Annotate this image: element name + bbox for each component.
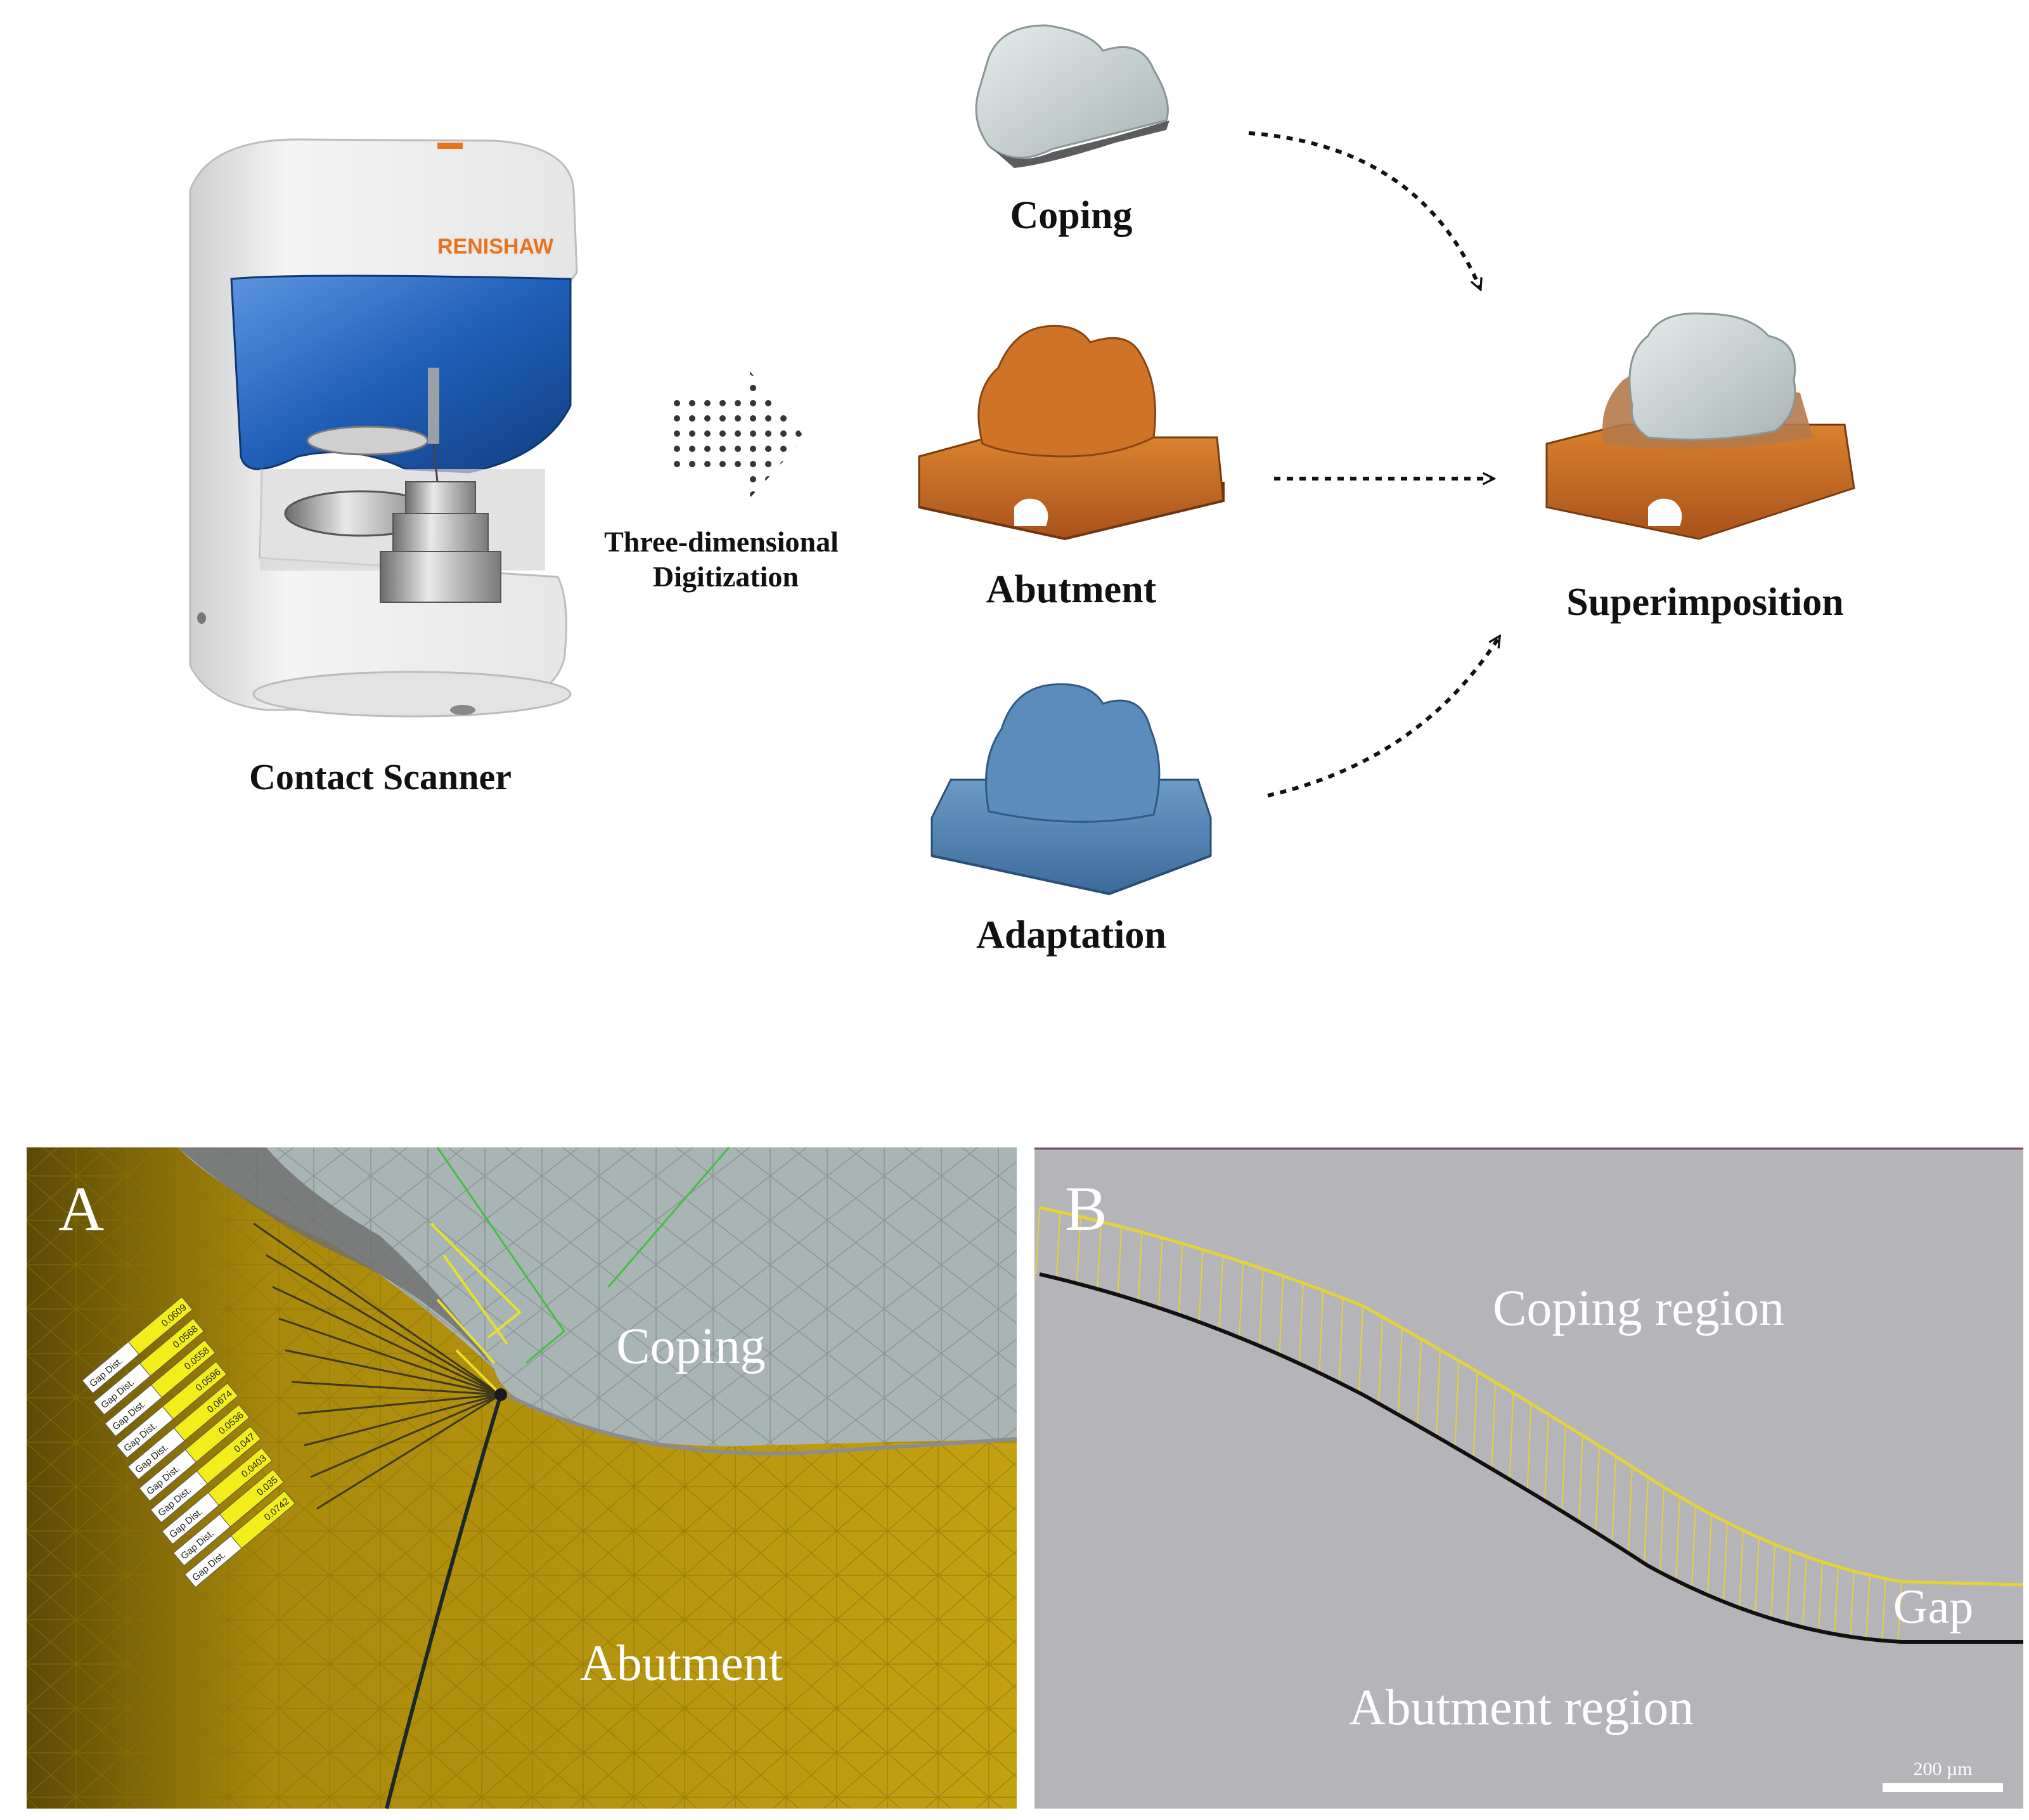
gap-hatch-line — [1691, 1506, 1696, 1590]
gap-hatch-line — [1561, 1424, 1567, 1514]
contact-scanner-label: Contact Scanner — [249, 756, 512, 797]
gap-hatch-line — [1097, 1222, 1102, 1291]
panel-a-abutment-label: Abutment — [580, 1636, 783, 1691]
coping-label: Coping — [1010, 194, 1133, 237]
gap-hatch-line — [1739, 1530, 1744, 1610]
adaptation-model — [931, 683, 1212, 896]
gap-hatch-line — [1526, 1404, 1532, 1493]
abutment-label: Abutment — [986, 568, 1157, 611]
gap-hatch-line — [1472, 1371, 1478, 1461]
gap-hatch-line — [1454, 1360, 1460, 1450]
gap-hatch-line — [1055, 1211, 1061, 1279]
gap-hatch-line — [1258, 1268, 1264, 1348]
gap-hatch-line — [1595, 1445, 1601, 1535]
abutment-model — [918, 325, 1225, 541]
coping-model — [975, 24, 1169, 168]
panel-b — [1034, 1147, 2024, 1809]
gap-hatch-line — [1802, 1556, 1807, 1629]
gap-hatch-line — [1644, 1476, 1649, 1566]
superimposition-model — [1545, 312, 1855, 540]
gap-hatch-line — [1770, 1544, 1775, 1620]
gap-hatch-line — [1611, 1456, 1617, 1546]
gap-hatch-line — [1035, 1207, 1040, 1275]
gap-hatch-line — [1358, 1305, 1363, 1395]
gap-hatch-line — [1117, 1227, 1123, 1296]
gap-hatch-line — [1818, 1561, 1823, 1632]
gap-hatch-line — [1435, 1350, 1441, 1439]
gap-hatch-line — [1578, 1435, 1583, 1525]
coping-region-label: Coping region — [1493, 1281, 1784, 1336]
gap-hatch-line — [1786, 1551, 1791, 1625]
gap-hatch-line — [1298, 1283, 1304, 1365]
gap-hatch-line — [1218, 1256, 1224, 1331]
gap-hatch-line — [1675, 1496, 1680, 1582]
gap-hatch-line — [1416, 1339, 1422, 1428]
gap-hatch-line — [1627, 1466, 1633, 1556]
gap-hatch-line — [1491, 1382, 1497, 1471]
gap-hatch-line — [1509, 1393, 1514, 1482]
gap-hatch-line — [1881, 1578, 1886, 1641]
gap-hatch-line — [1338, 1298, 1344, 1385]
panel-a-letter: A — [58, 1173, 104, 1244]
digitization-label-line1: Three-dimensional — [604, 526, 839, 558]
digitization-arrow-icon — [672, 361, 805, 507]
abutment-surface-line — [1039, 1272, 2023, 1644]
coping-surface-line — [1039, 1206, 2024, 1587]
superimposition-label: Superimposition — [1566, 581, 1844, 624]
gap-hatch-line — [1543, 1414, 1549, 1504]
panel-b-letter: B — [1065, 1173, 1107, 1244]
gap-hatch-line — [1850, 1571, 1855, 1637]
gap-hatch-line — [1239, 1262, 1244, 1339]
gap-hatch-line — [1076, 1217, 1081, 1285]
contact-scanner-illustration: RENISHAW — [189, 138, 578, 718]
gap-hatch-line — [1397, 1327, 1403, 1417]
abutment-region-label: Abutment region — [1349, 1680, 1694, 1736]
gap-hatch-line — [1659, 1487, 1665, 1575]
gap-hatch-line — [1378, 1317, 1384, 1406]
gap-hatch-line — [1834, 1566, 1839, 1635]
gap-hatch-line — [1723, 1522, 1728, 1604]
adaptation-label: Adaptation — [976, 913, 1166, 957]
gap-hatch-line — [1279, 1275, 1284, 1357]
scale-bar-label: 200 µm — [1913, 1759, 1972, 1779]
gap-hatch-line — [1178, 1243, 1183, 1316]
gap-hatch-line — [1157, 1237, 1163, 1309]
gap-hatch-line — [1755, 1537, 1760, 1615]
scanner-brand-text: RENISHAW — [437, 235, 554, 259]
panel-a — [27, 1147, 1017, 1809]
coping-to-superimposition-arrow — [1248, 131, 1480, 288]
digitization-label-line2: Digitization — [653, 560, 799, 593]
gap-hatch-line — [1137, 1232, 1143, 1303]
gap-label: Gap — [1893, 1580, 1974, 1634]
gap-hatch-line — [1318, 1290, 1324, 1375]
adaptation-to-superimposition-arrow — [1267, 637, 1499, 797]
gap-hatch-line — [1897, 1581, 1902, 1643]
gap-hatch-line — [1865, 1575, 1871, 1639]
panel-a-coping-label: Coping — [616, 1319, 766, 1374]
gap-hatch-line — [1707, 1514, 1712, 1597]
gap-hatch-line — [1198, 1249, 1204, 1324]
